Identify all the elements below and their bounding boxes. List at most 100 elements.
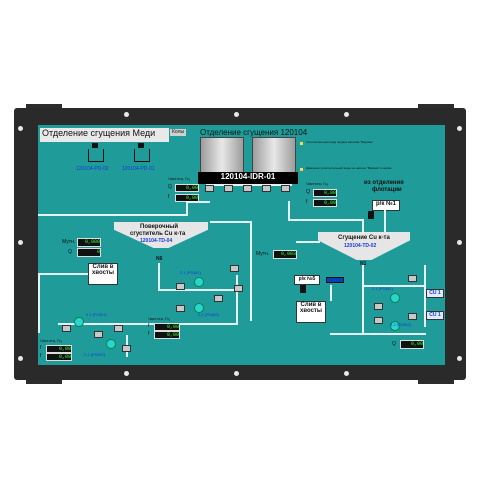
valve-icon[interactable] bbox=[94, 331, 103, 338]
freq-row-label: f bbox=[168, 194, 170, 200]
pipe-segment bbox=[362, 285, 426, 287]
screw-hole bbox=[234, 112, 239, 117]
pipe-segment bbox=[250, 221, 252, 321]
pump-label-p0391: 2.1 (P0391) bbox=[86, 312, 107, 317]
button-text: Слив в bbox=[300, 302, 322, 308]
valve-icon[interactable] bbox=[234, 285, 243, 292]
valve-icon[interactable] bbox=[230, 265, 239, 272]
valve-icon[interactable] bbox=[243, 185, 252, 192]
flow-left-label: Q bbox=[68, 249, 72, 255]
hmi-screen: Отделение сгущения Меди Колы Отделение с… bbox=[38, 125, 445, 365]
valve-icon[interactable] bbox=[408, 313, 417, 320]
tailings-right-button[interactable]: Слив в хвосты bbox=[296, 301, 326, 323]
screw-hole bbox=[124, 112, 129, 117]
freq-value-display: 0,00 bbox=[313, 199, 337, 207]
flotation-line1: из отделения bbox=[364, 180, 404, 186]
pd-tank-left-cap bbox=[92, 143, 98, 148]
pk5-indicator bbox=[300, 285, 306, 293]
freq-row-label: f bbox=[40, 345, 42, 351]
legend-note-1: Уплотнительная вода подана насосам "Варм… bbox=[306, 140, 374, 144]
title-button[interactable]: Колы bbox=[170, 129, 187, 136]
freq-value-display: 0,00 bbox=[154, 331, 180, 339]
bottom-right-label: Q bbox=[392, 341, 396, 347]
pipe-segment bbox=[158, 289, 238, 291]
pump-label-p0381: 2.1 (P0381) bbox=[180, 270, 201, 275]
tailings-left-button[interactable]: Слив в хвосты bbox=[88, 263, 118, 285]
pipe-segment bbox=[186, 201, 188, 216]
pipe-segment bbox=[58, 323, 238, 325]
valve-icon[interactable] bbox=[62, 325, 71, 332]
valve-icon[interactable] bbox=[262, 185, 271, 192]
pipe-segment bbox=[236, 275, 238, 325]
valve-icon[interactable] bbox=[408, 275, 417, 282]
valve-icon[interactable] bbox=[122, 345, 131, 352]
screw-hole bbox=[457, 356, 462, 361]
pd-right-label: 120104-PD-01 bbox=[122, 166, 155, 172]
screw-hole bbox=[344, 371, 349, 376]
freq-panel-header: Частота, Гц bbox=[168, 176, 190, 181]
valve-icon[interactable] bbox=[205, 185, 214, 192]
mount-ear-bottom-left bbox=[26, 376, 62, 384]
freq-value-display: 0,00 bbox=[46, 345, 72, 353]
cu1-button-secondary[interactable]: CU 1 bbox=[426, 311, 444, 320]
pump-icon[interactable] bbox=[390, 293, 400, 303]
level-indicator bbox=[326, 277, 344, 283]
valve-icon[interactable] bbox=[224, 185, 233, 192]
pk1-button[interactable]: р/к №1 bbox=[372, 200, 400, 211]
valve-icon[interactable] bbox=[374, 317, 383, 324]
pk5-button[interactable]: р/к №5 bbox=[294, 275, 320, 285]
pd-tank-right-cap bbox=[138, 143, 144, 148]
freq-panel-header: Частота, Гц bbox=[40, 338, 62, 343]
screw-hole bbox=[124, 371, 129, 376]
pipe-segment bbox=[38, 214, 188, 216]
freq-row-label: f bbox=[148, 331, 150, 337]
screw-hole bbox=[457, 126, 462, 131]
valve-icon[interactable] bbox=[374, 303, 383, 310]
turbidity-left-label: Мутн. bbox=[62, 239, 76, 245]
silo-right bbox=[252, 137, 296, 175]
valve-icon[interactable] bbox=[176, 283, 185, 290]
flow-left-display: 0 bbox=[77, 248, 101, 257]
screw-hole bbox=[344, 112, 349, 117]
valve-icon[interactable] bbox=[176, 305, 185, 312]
pump-icon[interactable] bbox=[106, 339, 116, 349]
thickener-left-tag: 120104-TD-04 bbox=[140, 238, 173, 244]
freq-value-display: 0,00 bbox=[154, 323, 180, 331]
freq-panel-mid: Частота, Гц f 0,00 f 0,00 bbox=[148, 317, 182, 341]
pipe-segment bbox=[288, 219, 364, 221]
silo-left bbox=[200, 137, 244, 175]
cu1-button[interactable]: CU 1 bbox=[426, 289, 444, 298]
pump-icon[interactable] bbox=[194, 277, 204, 287]
pump-label-p0351: 2.1 (P0351) bbox=[372, 286, 393, 291]
freq-panel-right: Частота, Гц Q 0,00 f 0,00 bbox=[306, 182, 338, 212]
pump-icon[interactable] bbox=[194, 303, 204, 313]
pipe-segment bbox=[210, 221, 252, 223]
pump-icon[interactable] bbox=[74, 317, 84, 327]
pump-icon[interactable] bbox=[390, 321, 400, 331]
screw-hole bbox=[457, 240, 462, 245]
pipe-segment bbox=[362, 265, 364, 335]
turbidity-right-label: Мутн. bbox=[256, 251, 270, 257]
thickener-right-zone: N1 bbox=[360, 261, 367, 267]
pd-tank-left-icon bbox=[88, 149, 104, 162]
screw-hole bbox=[234, 371, 239, 376]
button-text: хвосты bbox=[92, 270, 114, 276]
screw-hole bbox=[18, 126, 23, 131]
freq-value-display: 0,00 bbox=[175, 184, 199, 192]
thickener-right-title: Сгущение Cu к-та bbox=[338, 235, 390, 241]
pd-left-label: 120104-PD-02 bbox=[76, 166, 109, 172]
freq-row-label: f bbox=[306, 199, 308, 205]
center-title: Отделение сгущения 120104 bbox=[200, 128, 308, 137]
valve-icon[interactable] bbox=[214, 295, 223, 302]
pd-tank-right-icon bbox=[134, 149, 150, 162]
legend-note-2: Давление уплотнительной воды на насосы "… bbox=[306, 166, 392, 170]
button-text: хвосты bbox=[300, 308, 322, 314]
valve-icon[interactable] bbox=[281, 185, 290, 192]
pump-label-p0392: 2.2 (P0392) bbox=[84, 352, 105, 357]
status-indicator-1 bbox=[300, 142, 303, 145]
turbidity-right-display: 0,003 bbox=[273, 250, 297, 259]
flotation-line2: флотации bbox=[372, 187, 402, 193]
status-indicator-2 bbox=[300, 168, 303, 171]
valve-icon[interactable] bbox=[114, 325, 123, 332]
freq-row-label: Q bbox=[168, 184, 172, 190]
